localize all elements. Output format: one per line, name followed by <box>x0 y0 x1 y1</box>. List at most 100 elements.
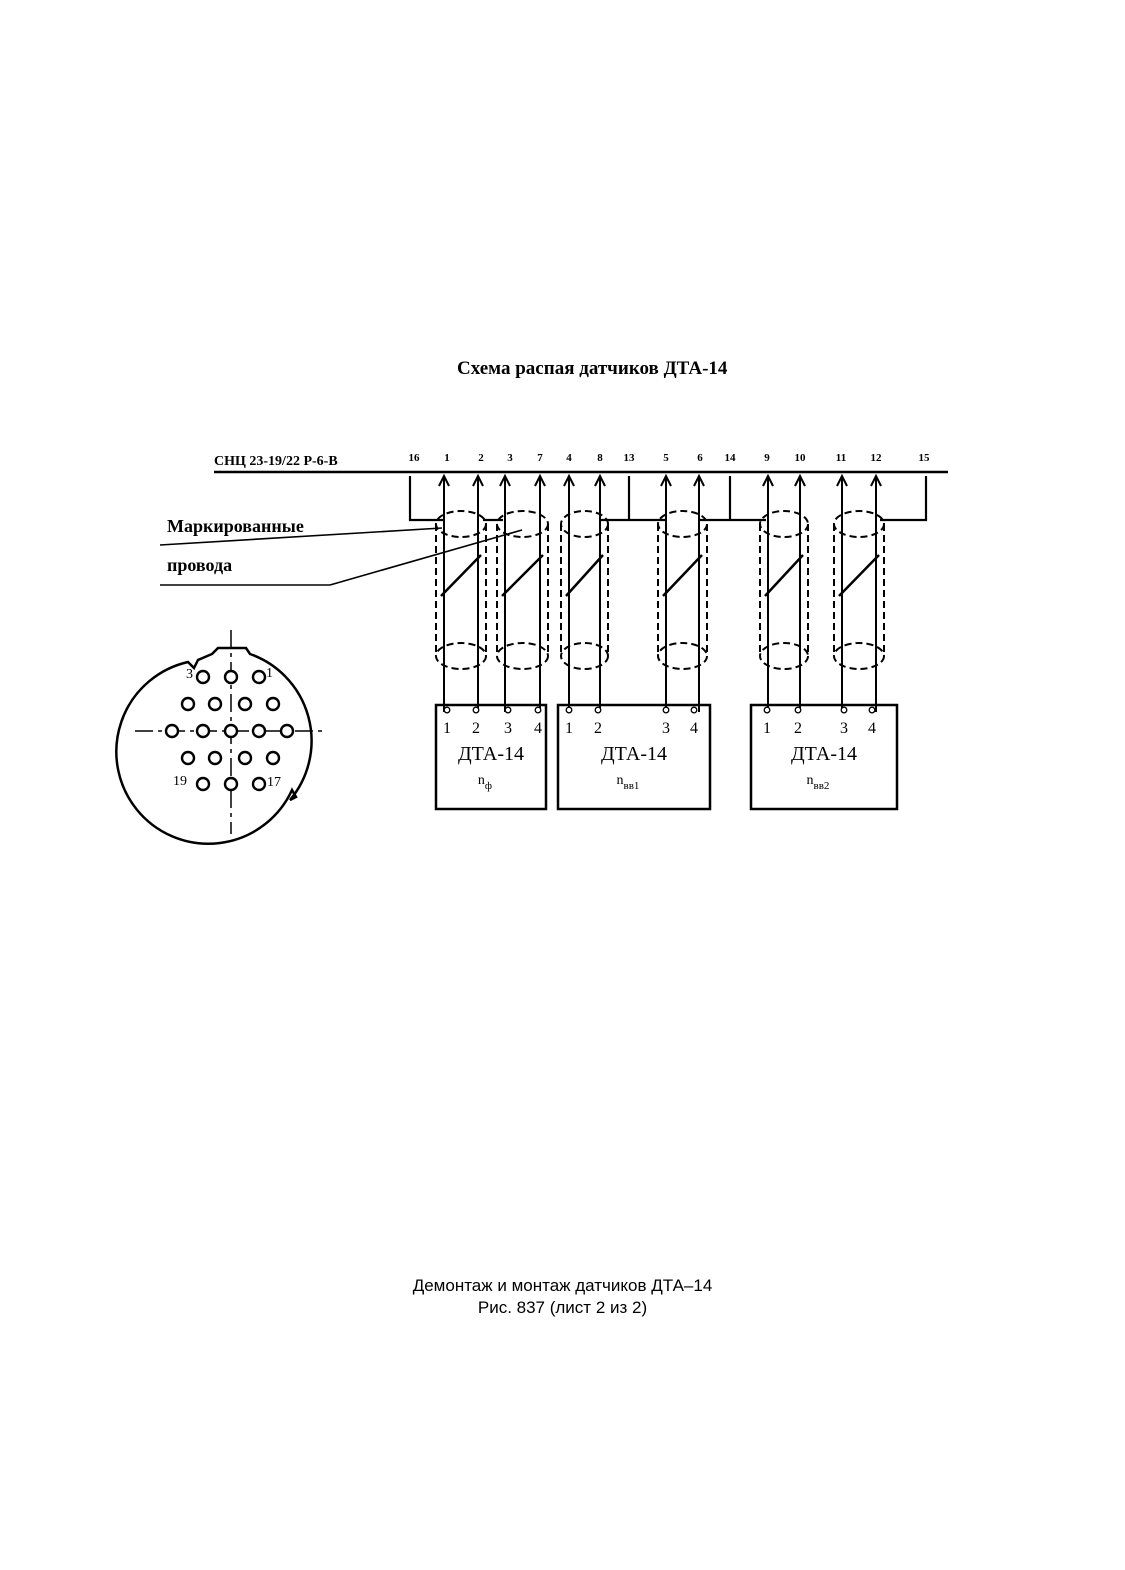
terminal-label: 4 <box>690 720 698 737</box>
arrow-head <box>563 473 575 487</box>
twist-mark <box>565 554 604 597</box>
sensor-box-outline <box>434 703 548 811</box>
sensor-box-outline <box>556 703 712 811</box>
connector-pin-13: 13 <box>624 452 636 464</box>
arrow-head <box>870 473 882 487</box>
sensor-box-outline <box>749 703 899 811</box>
wire-bundle-3 <box>560 473 609 712</box>
socket-pin-hole <box>237 696 253 712</box>
terminal-label: 2 <box>472 720 480 737</box>
socket-pin-hole <box>265 696 281 712</box>
connector-pin-5: 5 <box>663 452 669 464</box>
terminal-dot <box>472 706 480 714</box>
socket-pin-hole <box>164 723 180 739</box>
arrow-head <box>438 473 450 487</box>
wire-bundle-6 <box>833 473 885 712</box>
arrow-head <box>836 473 848 487</box>
jumper-15 <box>880 476 928 522</box>
terminal-dot <box>534 706 542 714</box>
wire-bundle-1 <box>435 473 487 712</box>
sensor-speed-label: nвв1 <box>617 773 640 792</box>
shield-ring-bottom <box>759 642 809 670</box>
wires-label-underline <box>159 527 443 546</box>
terminal-dot <box>662 706 670 714</box>
caption-line1: Демонтаж и монтаж датчиков ДТА–14 <box>412 1276 713 1295</box>
sensor-name: ДТА-14 <box>791 743 857 765</box>
arrow-head <box>762 473 774 487</box>
socket-outline <box>115 646 313 845</box>
wire-bundle-5 <box>759 473 809 712</box>
connector-pin-3: 3 <box>507 452 513 464</box>
wires-label-line1: Маркированные <box>167 516 304 536</box>
shield-ring-bottom <box>560 642 609 670</box>
connector-pin-9: 9 <box>764 452 770 464</box>
connector-pin-6: 6 <box>697 452 703 464</box>
jumper-16 <box>408 476 444 522</box>
socket-pin-hole <box>251 669 267 685</box>
socket-pin-hole <box>195 669 211 685</box>
terminal-label: 4 <box>534 720 542 737</box>
terminal-label: 1 <box>763 720 771 737</box>
socket-pin-label-19: 19 <box>173 774 187 789</box>
terminal-label: 3 <box>504 720 512 737</box>
terminal-label: 1 <box>565 720 573 737</box>
terminal-label: 4 <box>868 720 876 737</box>
connector-pin-7: 7 <box>537 452 543 464</box>
shield-ring-bottom <box>833 642 885 670</box>
caption-line2: Рис. 837 (лист 2 из 2) <box>477 1298 648 1317</box>
arrow-head <box>594 473 606 487</box>
sensor-name: ДТА-14 <box>601 743 667 765</box>
socket-pin-hole <box>251 776 267 792</box>
connector-pin-12: 12 <box>871 452 883 464</box>
socket-pin-label-17: 17 <box>267 775 281 790</box>
terminal-dot <box>763 706 771 714</box>
arrow-head <box>660 473 672 487</box>
socket-pin-hole <box>265 750 281 766</box>
socket-pin-hole <box>195 723 211 739</box>
connector-pin-8: 8 <box>597 452 603 464</box>
socket-pin-label-3: 3 <box>186 667 193 682</box>
socket-pin-hole <box>279 723 295 739</box>
connector-pin-2: 2 <box>478 452 484 464</box>
sensor-speed-label: nф <box>478 773 492 792</box>
shield-ring-bottom <box>496 642 549 670</box>
socket-pin-hole <box>207 750 223 766</box>
socket-pin-hole <box>180 750 196 766</box>
sensor-name: ДТА-14 <box>458 743 524 765</box>
terminal-dot <box>840 706 848 714</box>
terminal-dot <box>565 706 573 714</box>
socket-pin-label-1: 1 <box>266 666 273 681</box>
wire-bundle-4 <box>657 473 708 712</box>
jumper-wires <box>408 476 928 522</box>
terminal-dot <box>443 706 451 714</box>
twist-mark <box>662 554 703 597</box>
connector-pin-14: 14 <box>725 452 737 464</box>
socket-pin-hole <box>223 776 239 792</box>
terminal-label: 2 <box>794 720 802 737</box>
arrow-head <box>534 473 546 487</box>
connector-label: СНЦ 23-19/22 Р-6-В <box>214 454 338 469</box>
socket-face: 3 1 19 17 <box>115 630 327 845</box>
socket-pin-hole <box>223 723 239 739</box>
connector-pin-4: 4 <box>566 452 572 464</box>
connector-pin-16: 16 <box>409 452 421 464</box>
terminal-dot <box>504 706 512 714</box>
arrow-head <box>472 473 484 487</box>
connector-pin-1: 1 <box>444 452 450 464</box>
wires-label-line2: провода <box>167 555 232 575</box>
socket-pin-hole <box>237 750 253 766</box>
socket-pins <box>164 669 295 792</box>
terminal-dot <box>868 706 876 714</box>
terminal-label: 1 <box>443 720 451 737</box>
terminal-dot <box>594 706 602 714</box>
terminal-label: 3 <box>840 720 848 737</box>
connector-pin-11: 11 <box>836 452 846 464</box>
shield-ring-bottom <box>657 642 708 670</box>
